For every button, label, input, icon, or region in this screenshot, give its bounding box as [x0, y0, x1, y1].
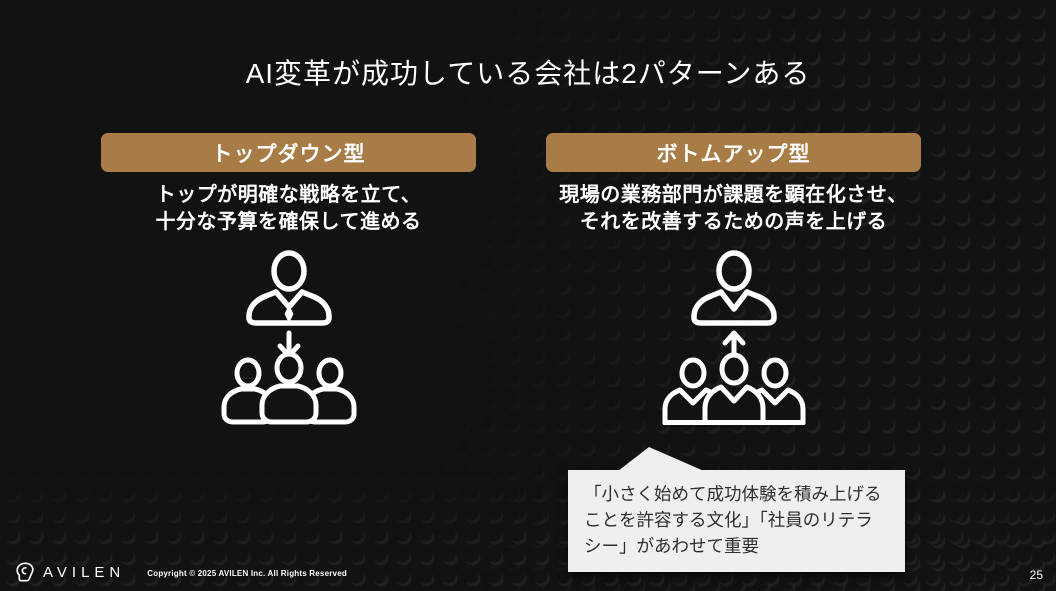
bottom-up-org-icon — [662, 250, 805, 425]
top-down-description-line1: トップが明確な戦略を立て、 — [155, 184, 422, 206]
top-down-org-icon — [221, 250, 356, 425]
top-down-description: トップが明確な戦略を立て、 十分な予算を確保して進める — [101, 182, 476, 236]
page-number: 25 — [1029, 568, 1043, 582]
top-down-header-label: トップダウン型 — [211, 142, 366, 166]
bottom-up-header-label: ボトムアップ型 — [656, 142, 811, 166]
callout-text-line3: シー」があわせて重要 — [584, 536, 759, 556]
callout-bubble: 「小さく始めて成功体験を積み上げる ことを許容する文化」「社員のリテラ シー」が… — [568, 447, 905, 572]
bottom-up-description-line2: それを改善するための声を上げる — [579, 211, 888, 233]
top-down-header-box: トップダウン型 — [101, 133, 476, 172]
bottom-up-description: 現場の業務部門が課題を顕在化させ、 それを改善するための声を上げる — [546, 182, 921, 236]
avilen-logo-text: AVILEN — [43, 563, 126, 581]
slide-title: AI変革が成功している会社は2パターンある — [245, 58, 811, 89]
bottom-up-column: ボトムアップ型 現場の業務部門が課題を顕在化させ、 それを改善するための声を上げ… — [546, 133, 921, 425]
bottom-up-header-box: ボトムアップ型 — [546, 133, 921, 172]
copyright-text: Copyright © 2025 AVILEN Inc. All Rights … — [147, 568, 347, 578]
top-down-description-line2: 十分な予算を確保して進める — [155, 211, 422, 233]
callout-tail — [618, 447, 704, 471]
footer: AVILEN Copyright © 2025 AVILEN Inc. All … — [14, 560, 347, 584]
callout-text-line2: ことを許容する文化」「社員のリテラ — [584, 510, 873, 530]
callout-text-line1: 「小さく始めて成功体験を積み上げる — [584, 484, 882, 504]
top-down-column: トップダウン型 トップが明確な戦略を立て、 十分な予算を確保して進める — [101, 133, 476, 425]
bottom-up-description-line1: 現場の業務部門が課題を顕在化させ、 — [559, 184, 908, 206]
avilen-head-logo-icon — [16, 562, 34, 582]
